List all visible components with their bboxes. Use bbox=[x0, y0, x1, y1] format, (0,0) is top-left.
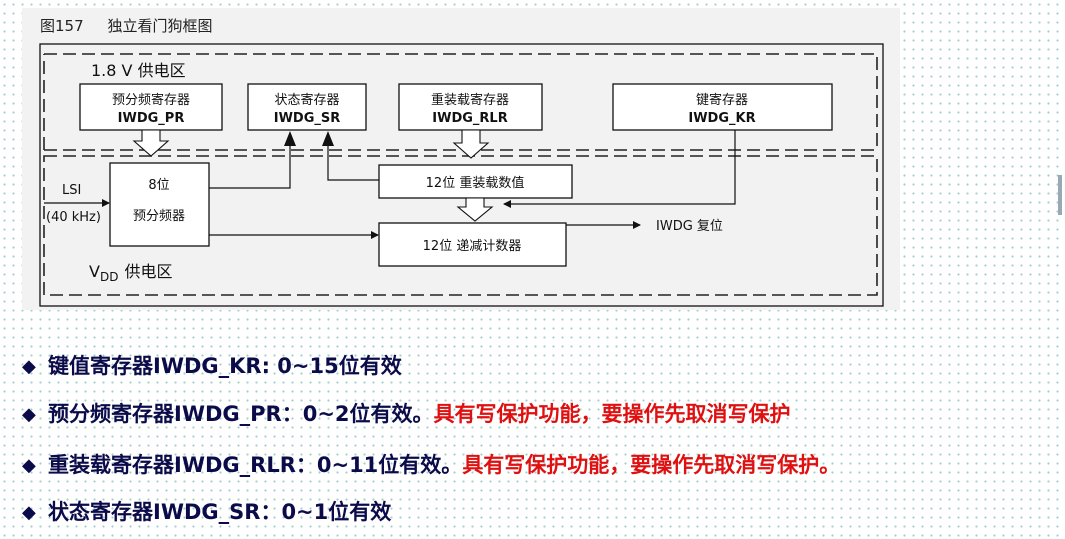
prescaler-to-sr-line bbox=[209, 146, 291, 189]
register-rlr-name: 重装载寄存器 bbox=[431, 92, 509, 108]
reload-to-sr-line bbox=[327, 146, 379, 181]
vdd-subscript: DD bbox=[100, 270, 118, 284]
register-kr-box: 键寄存器 IWDG_KR bbox=[612, 83, 833, 131]
lsi-frequency-label: (40 kHz) bbox=[46, 210, 101, 225]
reload-to-counter-arrow bbox=[456, 197, 494, 222]
pr-to-prescaler-arrow bbox=[132, 129, 170, 157]
bullet-text: 重装载寄存器IWDG_RLR：0~11位有效。 bbox=[48, 453, 463, 477]
scrollbar-thumb[interactable] bbox=[1058, 175, 1062, 215]
bullet-item: ◆ 键值寄存器IWDG_KR: 0~15位有效 bbox=[22, 350, 402, 380]
reset-output-label: IWDG 复位 bbox=[656, 219, 723, 234]
bullet-highlight: 具有写保护功能，要操作先取消写保护。 bbox=[462, 453, 841, 477]
down-counter-label: 12位 递减计数器 bbox=[423, 239, 522, 254]
bullet-text: 预分频寄存器IWDG_PR：0~2位有效。 bbox=[48, 402, 434, 426]
register-rlr-id: IWDG_RLR bbox=[432, 111, 507, 126]
bullet-item: ◆ 预分频寄存器IWDG_PR：0~2位有效。具有写保护功能，要操作先取消写保护 bbox=[22, 398, 791, 428]
prescaler-box: 8位 预分频器 bbox=[109, 162, 210, 247]
diamond-bullet-icon: ◆ bbox=[22, 356, 36, 377]
register-kr-name: 键寄存器 bbox=[696, 92, 748, 108]
register-pr-id: IWDG_PR bbox=[118, 111, 185, 126]
prescaler-to-sr-arrowhead bbox=[284, 131, 296, 146]
down-counter-box: 12位 递减计数器 bbox=[378, 222, 567, 267]
register-kr-id: IWDG_KR bbox=[688, 111, 755, 126]
vdd-main: V bbox=[89, 262, 100, 281]
reload-value-box: 12位 重装载数值 bbox=[378, 164, 573, 199]
block-diagram-figure: 图157 独立看门狗框图 1.8 V 供电区 VDD 供电区 预分频寄存器 IWD… bbox=[22, 8, 900, 310]
bullet-text: 键值寄存器IWDG_KR: 0~15位有效 bbox=[48, 354, 402, 378]
register-sr-name: 状态寄存器 bbox=[274, 92, 339, 108]
figure-frame bbox=[39, 43, 884, 307]
diamond-bullet-icon: ◆ bbox=[22, 502, 36, 523]
register-pr-box: 预分频寄存器 IWDG_PR bbox=[79, 83, 223, 131]
diamond-bullet-icon: ◆ bbox=[22, 404, 36, 425]
bullet-text: 状态寄存器IWDG_SR：0~1位有效 bbox=[48, 500, 392, 524]
reload-value-label: 12位 重装载数值 bbox=[426, 175, 525, 191]
kr-to-reload-line bbox=[503, 130, 736, 208]
reload-to-sr-arrowhead bbox=[322, 131, 334, 146]
diamond-bullet-icon: ◆ bbox=[22, 455, 36, 476]
domain-vdd-boundary bbox=[43, 155, 878, 296]
rlr-to-reload-arrow bbox=[452, 129, 490, 159]
prescaler-line1: 8位 bbox=[148, 178, 169, 193]
block-diagram: 图157 独立看门狗框图 1.8 V 供电区 VDD 供电区 预分频寄存器 IWD… bbox=[39, 17, 884, 307]
domain-vdd-label: VDD 供电区 bbox=[89, 262, 172, 284]
bullet-item: ◆ 重装载寄存器IWDG_RLR：0~11位有效。具有写保护功能，要操作先取消写保… bbox=[22, 449, 840, 479]
domain-1v8-boundary bbox=[43, 53, 878, 150]
domain-1v8-label: 1.8 V 供电区 bbox=[91, 61, 186, 80]
bullet-item: ◆ 状态寄存器IWDG_SR：0~1位有效 bbox=[22, 496, 391, 526]
bullet-highlight: 具有写保护功能，要操作先取消写保护 bbox=[433, 402, 791, 426]
vdd-suffix: 供电区 bbox=[124, 262, 172, 281]
lsi-label: LSI bbox=[62, 183, 81, 198]
register-pr-name: 预分频寄存器 bbox=[112, 92, 190, 108]
register-rlr-box: 重装载寄存器 IWDG_RLR bbox=[398, 83, 543, 131]
register-sr-id: IWDG_SR bbox=[274, 111, 341, 126]
prescaler-line2: 预分频器 bbox=[133, 209, 185, 224]
figure-title: 图157 独立看门狗框图 bbox=[40, 17, 212, 35]
register-sr-box: 状态寄存器 IWDG_SR bbox=[247, 83, 367, 131]
